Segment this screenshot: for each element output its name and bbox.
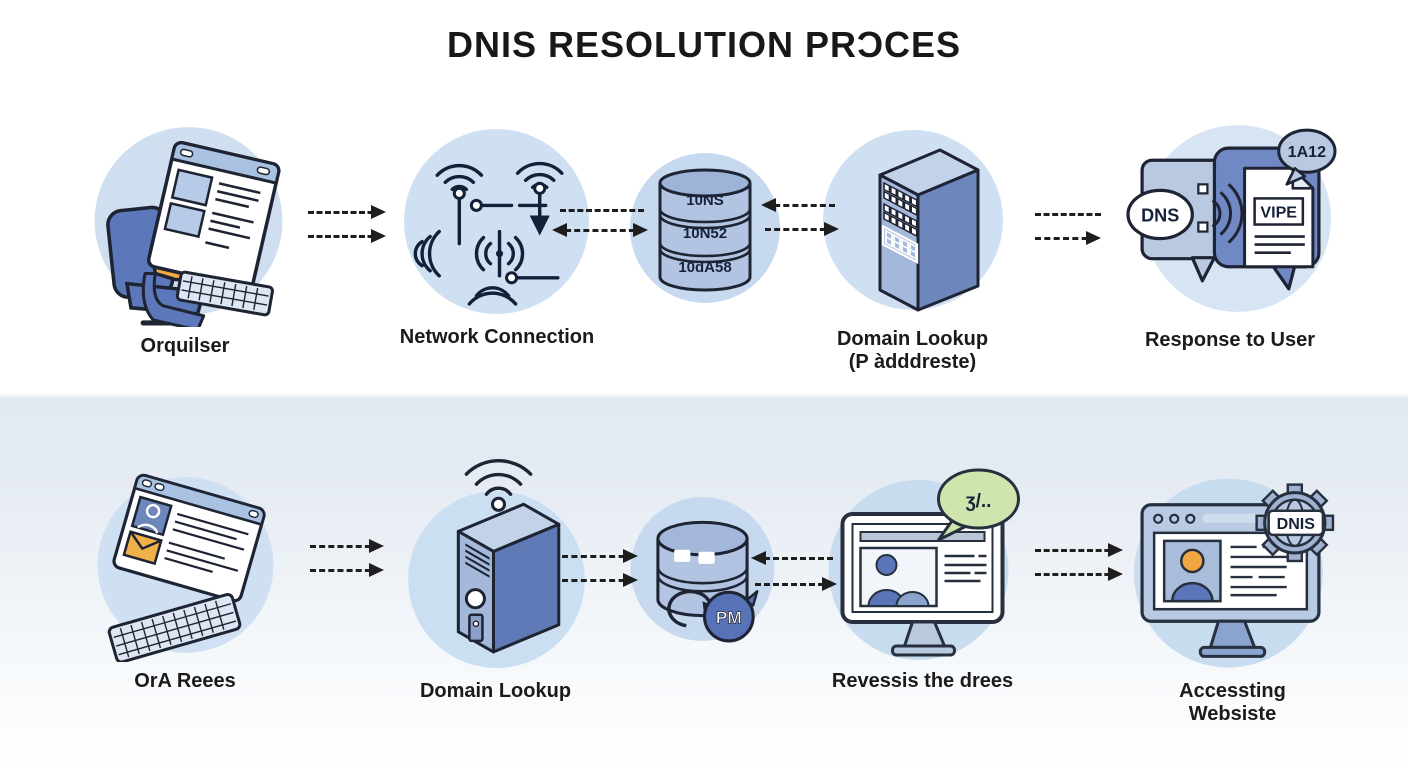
step-dns-database: 10NS 10N52 10dA58 — [630, 147, 780, 309]
arrow-requester-to-lookup-bottom — [310, 563, 384, 577]
arrow-server-to-response-bottom — [1035, 231, 1101, 245]
keyboard — [175, 270, 274, 317]
monitor — [146, 140, 281, 290]
step-label: Response to User — [1144, 329, 1316, 351]
speech-bubble-green: ʒ/.. — [936, 468, 1020, 542]
dns-bubble-text: DNS — [1141, 206, 1179, 226]
step-access-website: DNIS Accessting Websiste — [1120, 460, 1345, 726]
dns-gear-icon: DNIS — [1255, 483, 1335, 563]
diagram-title: DNIS RESOLUTION PRƆCES — [446, 24, 962, 65]
database-icon: 10NS 10N52 10dA58 — [630, 153, 780, 303]
arrow-cache-to-resolve-right — [755, 577, 837, 591]
db-tier-3: 10dA58 — [678, 259, 731, 276]
pc-tower-wifi-icon — [407, 459, 585, 668]
step-domain-lookup-server: Domain Lookup (P àdddreste) — [805, 120, 1020, 374]
monitor-speech-icon: ʒ/.. — [828, 468, 1020, 660]
arrow-lookup-to-cache-bottom — [562, 573, 638, 587]
browser-gear-icon: DNIS — [1134, 478, 1335, 668]
step-label: Revessis the drees — [831, 670, 1014, 692]
line-server-to-response-top — [1035, 213, 1101, 216]
step-label: Domain Lookup (P àdddreste) — [836, 328, 989, 373]
step-resolve: ʒ/.. Revessis the drees — [810, 462, 1035, 693]
line-network-to-db-top — [560, 209, 644, 212]
server-rack-icon — [822, 130, 1003, 312]
db-tier-1: 10NS — [686, 192, 724, 209]
browser-window — [112, 473, 266, 603]
arrow-requester-to-lookup-top — [310, 539, 384, 553]
document: VIPE — [1243, 166, 1315, 269]
wifi-network-icon — [404, 129, 589, 314]
keyboard — [107, 592, 242, 662]
cache-badge: PM — [702, 590, 759, 643]
step-user: Orquilser — [60, 120, 310, 358]
arrow-lookup-to-cache-top — [562, 549, 638, 563]
step-network: Network Connection — [377, 125, 617, 349]
wifi-icon — [464, 459, 532, 496]
wifi-signal-icon — [1197, 183, 1244, 244]
database-refresh-icon: PM — [630, 497, 775, 643]
dns-response-icon: VIPE 1A12 DNS — [1126, 125, 1337, 312]
ip-tag-bubble: 1A12 — [1277, 128, 1337, 186]
gear-label-text: DNIS — [1277, 515, 1316, 533]
cache-badge-text: PM — [716, 608, 742, 628]
ip-tag-text: 1A12 — [1288, 143, 1326, 161]
step-label: OrA Reees — [134, 670, 236, 692]
step-label: Orquilser — [140, 335, 230, 357]
vents — [464, 543, 489, 578]
step-label: Domain Lookup — [419, 680, 572, 702]
step-requester: OrA Reees — [70, 472, 300, 693]
server-buttons — [881, 181, 918, 265]
browser-keyboard-icon — [97, 473, 274, 662]
arrow-db-to-server-left — [761, 198, 835, 212]
document-title: VIPE — [1260, 203, 1297, 221]
step-domain-lookup-tower: Domain Lookup — [388, 446, 603, 703]
dns-bubble: DNS — [1126, 188, 1194, 241]
arrow-resolve-to-website-bottom — [1035, 567, 1123, 581]
step-label: Accessting Websiste — [1179, 680, 1286, 725]
arrow-network-to-db-bidirectional — [552, 223, 648, 237]
step-response: VIPE 1A12 DNS Response to User — [1105, 118, 1355, 352]
speech-bubble-text: ʒ/.. — [965, 491, 991, 512]
arrow-cache-to-resolve-left — [751, 551, 833, 565]
person-at-computer-icon — [94, 127, 282, 327]
arrow-db-to-server-right — [765, 222, 839, 236]
arrow-user-to-network-bottom — [308, 229, 386, 243]
db-tier-2: 10N52 — [683, 225, 727, 242]
arrow-user-to-network-top — [308, 205, 386, 219]
step-label: Network Connection — [399, 326, 595, 348]
arrow-resolve-to-website-top — [1035, 543, 1123, 557]
monitor — [840, 512, 1004, 657]
step-cache-database: PM — [628, 494, 778, 646]
